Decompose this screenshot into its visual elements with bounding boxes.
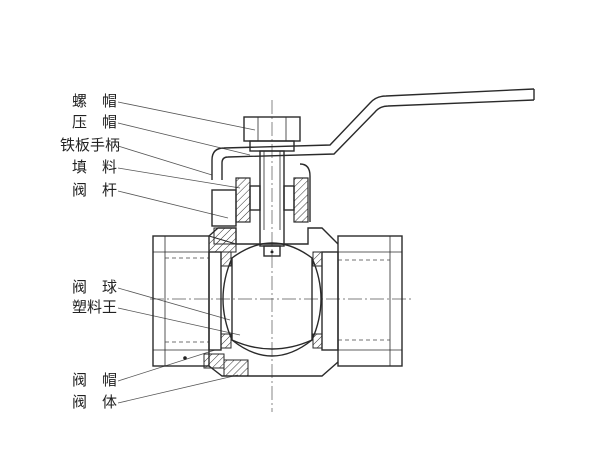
label-nut: 螺 帽 [72,92,117,110]
valve-body [152,227,403,377]
iron-plate-handle [211,88,535,180]
label-stem: 阀 杆 [72,181,117,199]
leader-lines [117,101,256,404]
ptfe-seats [220,251,323,349]
label-gland: 压 帽 [72,113,117,131]
valve-ball [222,242,322,357]
part-labels: 螺 帽 压 帽 铁板手柄 填 料 阀 杆 阀 球 塑料王 阀 帽 阀 体 [60,92,120,411]
label-handle: 铁板手柄 [60,136,120,154]
gland-and-packing [211,163,311,227]
label-body: 阀 体 [72,393,117,411]
label-cap: 阀 帽 [72,371,117,389]
label-packing: 填 料 [72,158,117,176]
label-seat: 塑料王 [72,298,117,316]
label-ball: 阀 球 [72,278,117,296]
